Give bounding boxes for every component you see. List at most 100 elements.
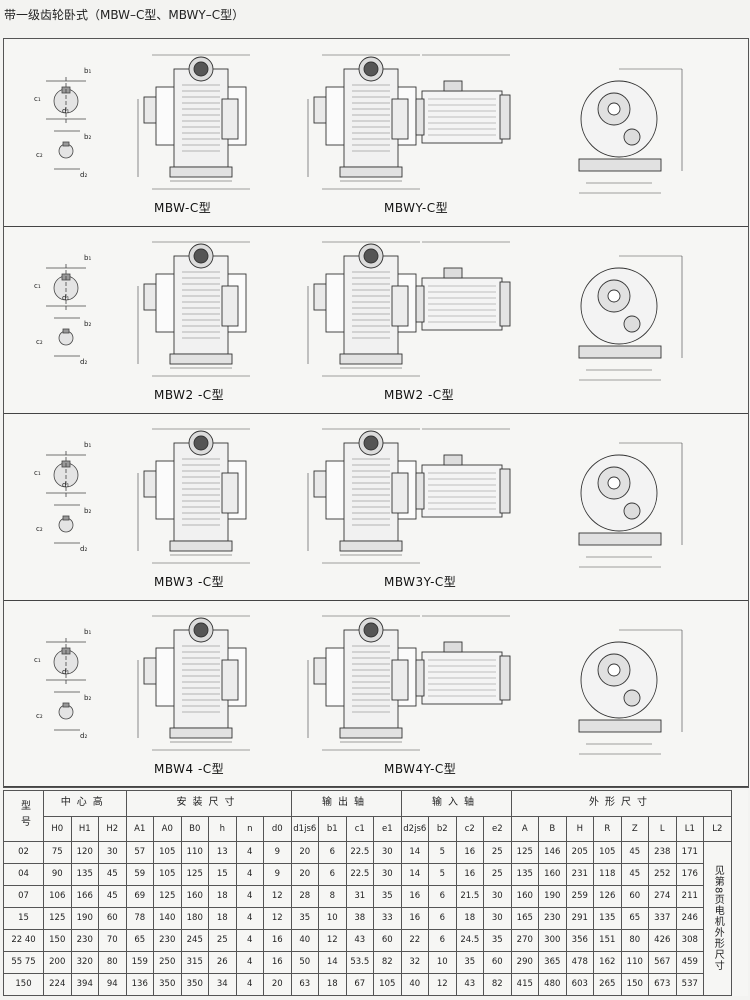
group-header: 输入轴 bbox=[400, 790, 512, 817]
table-cell: 230 bbox=[153, 928, 182, 952]
model-cell: 07 bbox=[3, 884, 44, 908]
table-cell: 40 bbox=[400, 972, 430, 997]
table-cell: 105 bbox=[153, 862, 182, 886]
column-header: R bbox=[593, 815, 622, 842]
table-cell: 65 bbox=[125, 928, 155, 952]
table-cell: 673 bbox=[648, 972, 677, 997]
table-cell: 224 bbox=[43, 972, 72, 997]
group-header: 中心高 bbox=[43, 790, 127, 817]
table-cell: 603 bbox=[565, 972, 595, 997]
svg-text:d₂: d₂ bbox=[80, 171, 87, 179]
table-cell: 205 bbox=[565, 840, 595, 864]
table-cell: 12 bbox=[263, 884, 292, 908]
table-cell: 16 bbox=[455, 840, 485, 864]
table-cell: 160 bbox=[180, 884, 210, 908]
table-cell: 291 bbox=[565, 906, 595, 930]
column-header: b1 bbox=[318, 815, 347, 842]
table-cell: 190 bbox=[70, 906, 99, 930]
table-cell: 63 bbox=[290, 972, 320, 997]
table-cell: 150 bbox=[620, 972, 650, 997]
table-cell: 24.5 bbox=[455, 928, 485, 952]
table-cell: 537 bbox=[675, 972, 705, 997]
table-cell: 43 bbox=[345, 928, 375, 952]
table-cell: 12 bbox=[318, 928, 347, 952]
drawing-caption-right: MBW3Y-C型 bbox=[384, 575, 457, 589]
column-header: A1 bbox=[125, 815, 155, 842]
table-cell: 308 bbox=[675, 928, 705, 952]
table-cell: 245 bbox=[180, 928, 210, 952]
column-header: e2 bbox=[483, 815, 512, 842]
svg-text:b₁: b₁ bbox=[84, 628, 91, 636]
table-cell: 4 bbox=[235, 906, 265, 930]
table-cell: 22 bbox=[400, 928, 430, 952]
table-cell: 25 bbox=[208, 928, 237, 952]
table-cell: 30 bbox=[373, 840, 402, 864]
model-cell: 04 bbox=[3, 862, 44, 886]
table-cell: 125 bbox=[180, 862, 210, 886]
table-cell: 30 bbox=[483, 884, 512, 908]
table-cell: 67 bbox=[345, 972, 375, 997]
column-header: H2 bbox=[98, 815, 127, 842]
table-cell: 60 bbox=[483, 950, 512, 974]
table-cell: 80 bbox=[98, 950, 127, 974]
svg-text:d₁: d₁ bbox=[62, 481, 69, 489]
svg-text:d₁: d₁ bbox=[62, 294, 69, 302]
table-cell: 162 bbox=[593, 950, 622, 974]
table-cell: 30 bbox=[373, 862, 402, 886]
svg-text:b₁: b₁ bbox=[84, 254, 91, 262]
drawing-caption-left: MBW2 -C型 bbox=[154, 388, 225, 402]
table-cell: 110 bbox=[620, 950, 650, 974]
svg-text:c₂: c₂ bbox=[36, 712, 43, 720]
table-cell: 270 bbox=[510, 928, 540, 952]
table-cell: 365 bbox=[538, 950, 567, 974]
table-cell: 33 bbox=[373, 906, 402, 930]
table-cell: 40 bbox=[290, 928, 320, 952]
table-cell: 274 bbox=[648, 884, 677, 908]
table-cell: 45 bbox=[620, 840, 650, 864]
column-header: d0 bbox=[263, 815, 292, 842]
table-cell: 6 bbox=[318, 862, 347, 886]
table-cell: 4 bbox=[235, 840, 265, 864]
table-cell: 35 bbox=[290, 906, 320, 930]
svg-text:c₁: c₁ bbox=[34, 282, 41, 290]
column-header: B bbox=[538, 815, 567, 842]
table-cell: 190 bbox=[538, 884, 567, 908]
table-cell: 25 bbox=[483, 840, 512, 864]
table-cell: 69 bbox=[125, 884, 155, 908]
table-cell: 45 bbox=[98, 884, 127, 908]
table-cell: 34 bbox=[208, 972, 237, 997]
table-cell: 8 bbox=[318, 884, 347, 908]
column-header: L bbox=[648, 815, 677, 842]
table-cell: 26 bbox=[208, 950, 237, 974]
drawing-caption-right: MBW2 -C型 bbox=[384, 388, 455, 402]
svg-text:b₁: b₁ bbox=[84, 67, 91, 75]
svg-text:b₁: b₁ bbox=[84, 441, 91, 449]
drawing-caption-right: MBWY-C型 bbox=[384, 201, 449, 215]
column-header: d2js6 bbox=[400, 815, 430, 842]
table-cell: 30 bbox=[98, 840, 127, 864]
table-cell: 320 bbox=[70, 950, 99, 974]
group-header: 安装尺寸 bbox=[125, 790, 292, 817]
table-cell: 118 bbox=[593, 862, 622, 886]
svg-text:c₁: c₁ bbox=[34, 656, 41, 664]
table-cell: 259 bbox=[565, 884, 595, 908]
table-cell: 105 bbox=[373, 972, 402, 997]
table-cell: 356 bbox=[565, 928, 595, 952]
table-cell: 12 bbox=[263, 906, 292, 930]
table-cell: 350 bbox=[153, 972, 182, 997]
table-cell: 4 bbox=[235, 862, 265, 886]
table-cell: 394 bbox=[70, 972, 99, 997]
table-cell: 426 bbox=[648, 928, 677, 952]
table-cell: 22.5 bbox=[345, 862, 375, 886]
svg-text:d₁: d₁ bbox=[62, 107, 69, 115]
table-cell: 125 bbox=[43, 906, 72, 930]
table-cell: 166 bbox=[70, 884, 99, 908]
column-header: d1js6 bbox=[290, 815, 320, 842]
